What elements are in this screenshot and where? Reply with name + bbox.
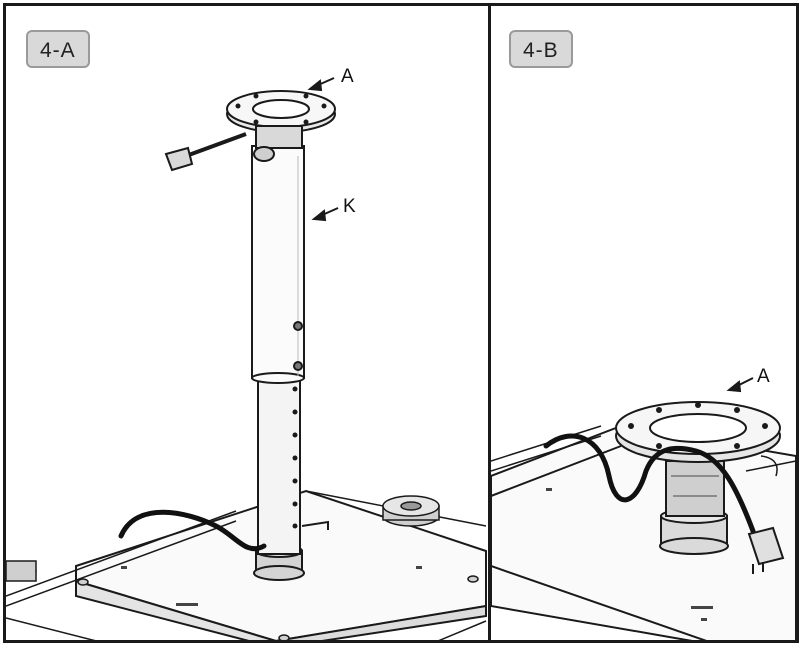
callout-label-a: A — [757, 366, 770, 387]
plate-markings — [121, 566, 422, 606]
instruction-figure: 4-A A K — [3, 3, 799, 643]
upper-pole-k — [251, 145, 305, 384]
step-badge-4b: 4-B — [509, 30, 573, 68]
power-plug — [747, 526, 785, 574]
panel-4b: 4-B A — [491, 6, 796, 640]
panel-4a-drawing — [6, 77, 487, 640]
step-badge-4a: 4-A — [26, 30, 90, 68]
callout-arrows — [307, 77, 339, 222]
top-plate-a — [615, 401, 781, 463]
mount-body — [659, 460, 729, 555]
callout-label-a: A — [341, 66, 354, 87]
lock-handle — [164, 132, 247, 172]
callout-arrows — [726, 377, 754, 393]
panel-4b-drawing — [491, 377, 796, 640]
plate-markings — [546, 488, 713, 621]
panel-divider — [488, 6, 491, 640]
power-cable — [118, 509, 267, 552]
callout-label-k: K — [343, 196, 356, 217]
panel-4a: 4-A A K — [6, 6, 488, 640]
pole-holes — [292, 386, 298, 529]
base-feet — [6, 495, 479, 640]
pole-base-bracket — [253, 520, 329, 581]
power-cable — [543, 433, 756, 534]
top-plate-a — [226, 90, 336, 162]
